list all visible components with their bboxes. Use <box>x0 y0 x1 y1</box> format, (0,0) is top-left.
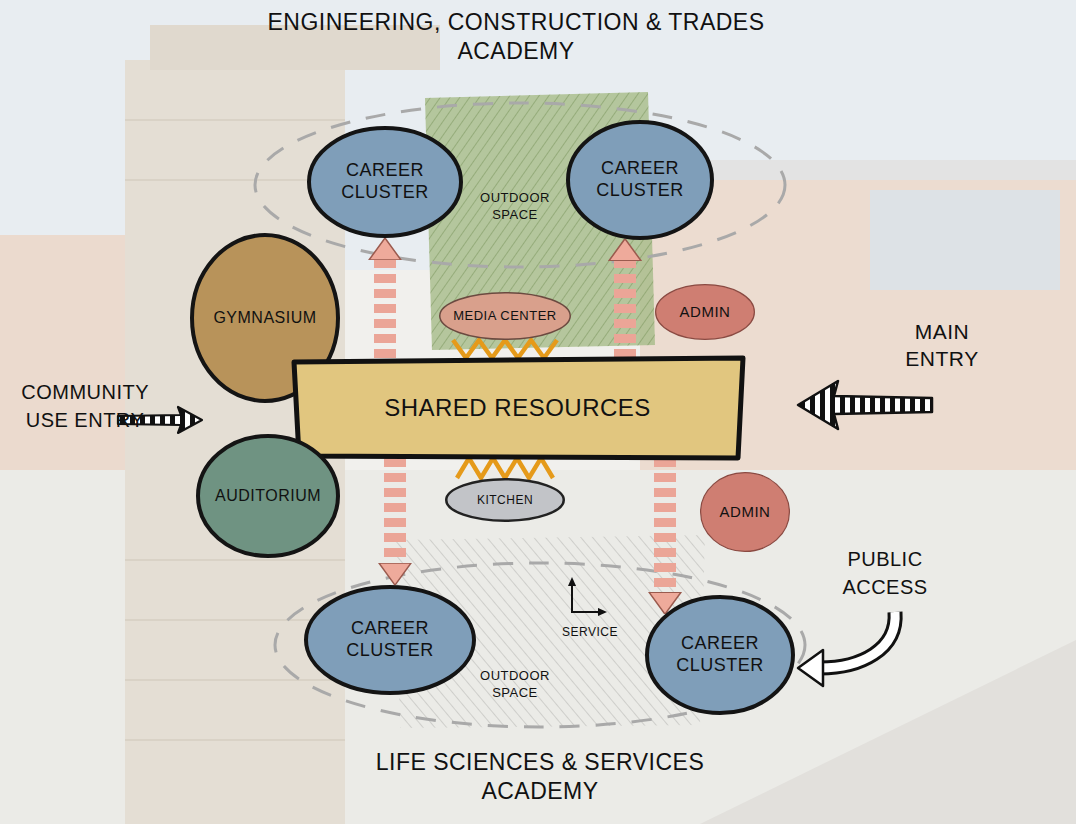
service-arrow <box>571 611 598 613</box>
outdoor-space-label: OUTDOOR SPACE <box>480 190 550 224</box>
auditorium: AUDITORIUM <box>196 434 340 558</box>
node-label: CAREER CLUSTER <box>341 160 429 203</box>
ladder-arrow <box>384 458 406 563</box>
node-label: CAREER CLUSTER <box>346 618 434 661</box>
access-arrow-head <box>798 650 823 686</box>
admin-shape <box>701 473 790 552</box>
node-label: GYMNASIUM <box>213 308 316 327</box>
academy-title: ENGINEERING, CONSTRUCTION & TRADES ACADE… <box>236 8 796 66</box>
pillar-course <box>125 559 345 561</box>
academy-boundary <box>275 563 805 727</box>
pillar-course <box>125 739 345 741</box>
admin-shape <box>656 285 755 340</box>
access-arrow-body <box>820 612 895 668</box>
entry-label: MAIN ENTRY <box>905 318 978 373</box>
node-label: SHARED RESOURCES <box>384 394 651 423</box>
pillar-course <box>125 119 345 121</box>
ladder-arrow <box>654 458 676 592</box>
career-cluster: CAREER CLUSTER <box>307 126 463 238</box>
career-cluster-shape <box>568 122 712 238</box>
node-label: CAREER CLUSTER <box>676 633 764 676</box>
zigzag-link <box>453 340 557 358</box>
academy-title: LIFE SCIENCES & SERVICES ACADEMY <box>325 748 755 806</box>
career-cluster-shape <box>647 597 793 713</box>
kitchen: KITCHEN <box>445 478 565 522</box>
node-label: MEDIA CENTER <box>453 308 557 324</box>
building-windows <box>870 190 1060 290</box>
pillar-course <box>125 679 345 681</box>
node-label: AUDITORIUM <box>215 486 321 505</box>
admin: ADMIN <box>700 472 790 552</box>
media-center: MEDIA CENTER <box>439 292 571 340</box>
ladder-arrow <box>614 261 636 358</box>
auditorium-shape <box>198 436 338 556</box>
node-label: ADMIN <box>720 503 771 521</box>
media-center-shape <box>440 293 571 340</box>
outdoor-space-label: OUTDOOR SPACE <box>480 668 550 702</box>
shared-resources: SHARED RESOURCES <box>290 356 745 460</box>
service-arrow <box>571 586 573 612</box>
career-cluster-shape <box>309 128 461 236</box>
entry-label: COMMUNITY USE ENTRY <box>21 378 148 434</box>
ladder-arrow <box>374 260 396 358</box>
career-cluster: CAREER CLUSTER <box>645 595 795 715</box>
academy-boundary <box>255 103 785 267</box>
kitchen-shape <box>446 479 564 521</box>
node-label: ADMIN <box>680 303 731 321</box>
admin: ADMIN <box>655 284 755 340</box>
access-arrow-outline <box>820 612 895 668</box>
service-label: SERVICE <box>562 625 618 639</box>
career-cluster-shape <box>306 587 474 693</box>
shared-resources-shape <box>294 358 743 458</box>
zigzag-link <box>457 458 553 478</box>
access-label: PUBLIC ACCESS <box>842 545 927 601</box>
career-cluster: CAREER CLUSTER <box>304 585 476 695</box>
node-label: KITCHEN <box>477 493 533 507</box>
career-cluster: CAREER CLUSTER <box>566 120 714 240</box>
node-label: CAREER CLUSTER <box>596 158 684 201</box>
entry-arrow <box>798 381 932 429</box>
